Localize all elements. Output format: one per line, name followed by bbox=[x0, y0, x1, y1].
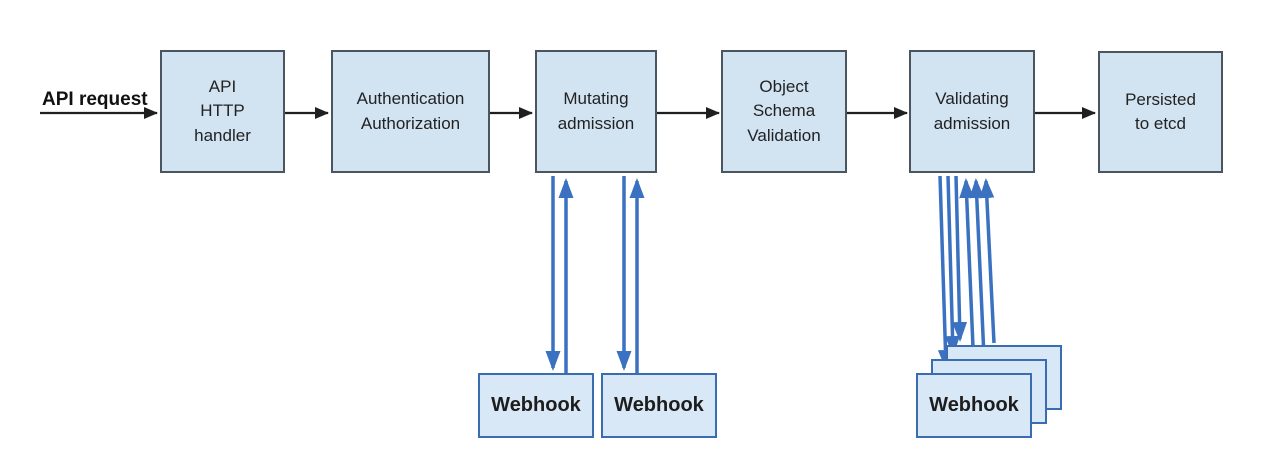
arrow-validating-up-1 bbox=[959, 178, 976, 372]
webhook-label: Webhook bbox=[614, 394, 704, 416]
node-mutating-admission: Mutating admission bbox=[535, 50, 657, 173]
webhook-box-mutating-1: Webhook bbox=[478, 373, 594, 438]
webhook-label: Webhook bbox=[491, 394, 581, 416]
node-validating-admission-label: Validating admission bbox=[933, 89, 1011, 133]
arrow-validating-down-2 bbox=[945, 175, 961, 356]
node-persisted-to-etcd-label: Persisted to etcd bbox=[1125, 89, 1196, 133]
arrow-validating-up-2 bbox=[969, 178, 986, 358]
node-validating-admission: Validating admission bbox=[909, 50, 1035, 173]
node-persisted-to-etcd: Persisted to etcd bbox=[1098, 51, 1223, 173]
validating-webhook-arrows bbox=[937, 175, 996, 372]
mutating-webhook-arrows bbox=[545, 176, 645, 373]
node-object-schema-validation: Object Schema Validation bbox=[721, 50, 847, 173]
arrow-validating-down-3 bbox=[952, 175, 968, 342]
node-object-schema-validation-label: Object Schema Validation bbox=[747, 77, 821, 145]
arrow-validating-down-1 bbox=[937, 175, 953, 370]
webhook-box-validating: Webhook bbox=[916, 373, 1032, 438]
arrow-validating-up-3 bbox=[979, 178, 996, 344]
node-authentication-authorization: Authentication Authorization bbox=[331, 50, 490, 173]
node-api-http-handler-label: API HTTP handler bbox=[194, 77, 251, 145]
webhook-label: Webhook bbox=[929, 394, 1019, 416]
webhook-box-mutating-2: Webhook bbox=[601, 373, 717, 438]
api-request-label: API request bbox=[42, 89, 148, 110]
node-api-http-handler: API HTTP handler bbox=[160, 50, 285, 173]
node-mutating-admission-label: Mutating admission bbox=[557, 89, 635, 133]
node-authentication-authorization-label: Authentication Authorization bbox=[356, 89, 465, 133]
